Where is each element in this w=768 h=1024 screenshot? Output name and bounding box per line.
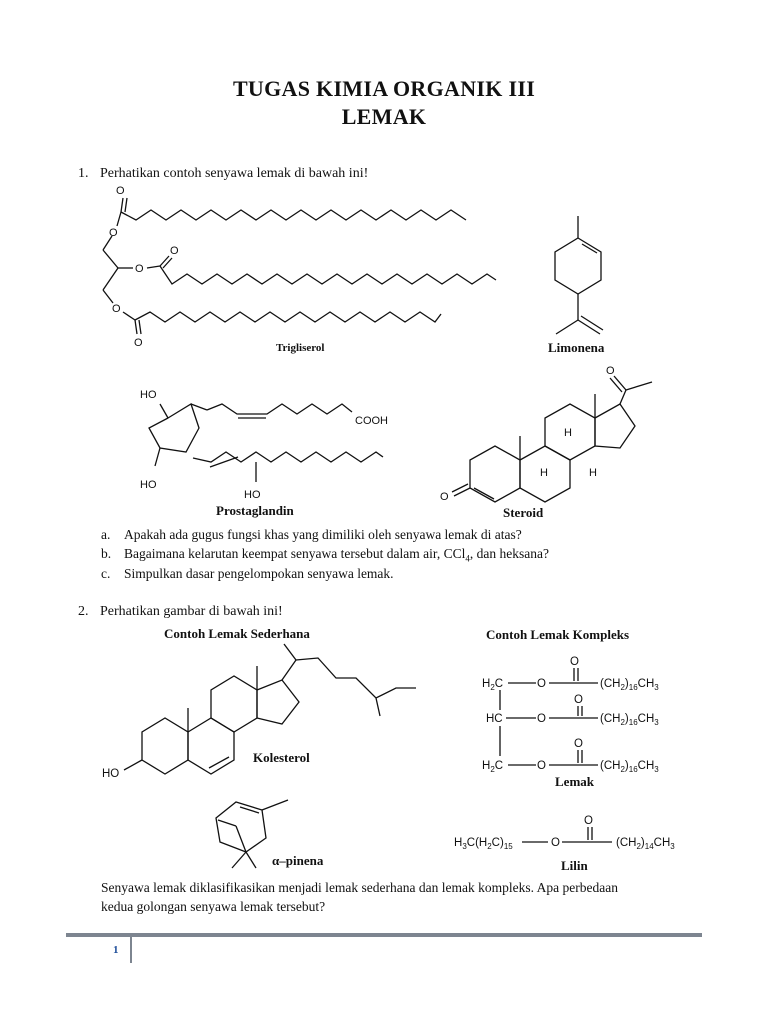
q2-closing-line1: Senyawa lemak diklasifikasikan menjadi l… — [101, 880, 618, 895]
pg-ho3: HO — [244, 489, 261, 501]
lilin-structure — [522, 827, 612, 843]
question-1-number: 1. — [78, 166, 89, 181]
q1-item-a-text: Apakah ada gugus fungsi khas yang dimili… — [124, 527, 522, 542]
tri-o1: O — [116, 185, 125, 197]
lilin-o: O — [551, 837, 560, 849]
st-h3: H — [589, 467, 597, 479]
header-lemak-kompleks: Contoh Lemak Kompleks — [486, 627, 630, 642]
footer-page-bar — [130, 937, 132, 963]
lemak-chain1: (CH2)16CH3 — [600, 678, 659, 692]
q1-item-a-letter: a. — [101, 527, 111, 542]
page-number: 1 — [113, 944, 119, 956]
label-trigliserol: Trigliserol — [276, 342, 325, 354]
header-lemak-sederhana: Contoh Lemak Sederhana — [164, 626, 310, 641]
pg-ho1: HO — [140, 389, 157, 401]
steroid-structure — [451, 375, 653, 503]
document-title: TUGAS KIMIA ORGANIK III — [232, 76, 536, 101]
label-prostaglandin: Prostaglandin — [216, 503, 294, 518]
footer-divider — [66, 933, 702, 937]
lemak-h2c-2: H2C — [482, 760, 503, 774]
q2-closing-line2: kedua golongan senyawa lemak tersebut? — [101, 899, 326, 914]
lemak-oc2: O — [574, 694, 583, 706]
lemak-o1: O — [537, 678, 546, 690]
lemak-chain3: (CH2)16CH3 — [600, 760, 659, 774]
label-kolesterol: Kolesterol — [253, 750, 310, 765]
kolesterol-structure — [123, 643, 416, 775]
kol-ho: HO — [102, 768, 119, 780]
tri-o5: O — [112, 303, 121, 315]
q1-item-c-text: Simpulkan dasar pengelompokan senyawa le… — [124, 566, 394, 581]
document-subtitle: LEMAK — [341, 104, 427, 129]
tri-o3: O — [135, 263, 144, 275]
q1-item-b-letter: b. — [101, 546, 112, 561]
st-h1: H — [564, 427, 572, 439]
tri-o2: O — [109, 227, 118, 239]
lemak-o3: O — [537, 760, 546, 772]
question-1-prompt: Perhatikan contoh senyawa lemak di bawah… — [100, 166, 369, 181]
prostaglandin-structure — [148, 403, 384, 482]
lilin-oc: O — [584, 815, 593, 827]
lemak-oc3: O — [574, 738, 583, 750]
label-lemak: Lemak — [555, 774, 594, 789]
label-steroid: Steroid — [503, 505, 544, 520]
lemak-h2c-1: H2C — [482, 678, 503, 692]
label-lilin: Lilin — [561, 858, 588, 873]
trigliserol-structure — [102, 197, 497, 335]
question-2-prompt: Perhatikan gambar di bawah ini! — [100, 604, 283, 619]
question-2-number: 2. — [78, 604, 89, 619]
lemak-hc: HC — [486, 713, 503, 725]
tri-o6: O — [134, 337, 143, 349]
label-limonena: Limonena — [548, 340, 605, 355]
lilin-chain: (CH2)14CH3 — [616, 837, 675, 851]
limonena-structure — [554, 216, 604, 335]
lemak-structure — [499, 668, 598, 766]
lemak-o2: O — [537, 713, 546, 725]
q1-item-c-letter: c. — [101, 566, 111, 581]
pg-cooh: COOH — [355, 415, 388, 427]
label-pinena: α–pinena — [272, 853, 324, 868]
lilin-alkyl: H3C(H2C)15 — [454, 837, 513, 851]
st-o2: O — [606, 365, 615, 377]
tri-o4: O — [170, 245, 179, 257]
st-h2: H — [540, 467, 548, 479]
lemak-chain2: (CH2)16CH3 — [600, 713, 659, 727]
pg-ho2: HO — [140, 479, 157, 491]
pinena-structure — [215, 799, 289, 869]
q1-item-b-text: Bagaimana kelarutan keempat senyawa ters… — [124, 546, 549, 564]
lemak-oc1: O — [570, 656, 579, 668]
st-o1: O — [440, 491, 449, 503]
